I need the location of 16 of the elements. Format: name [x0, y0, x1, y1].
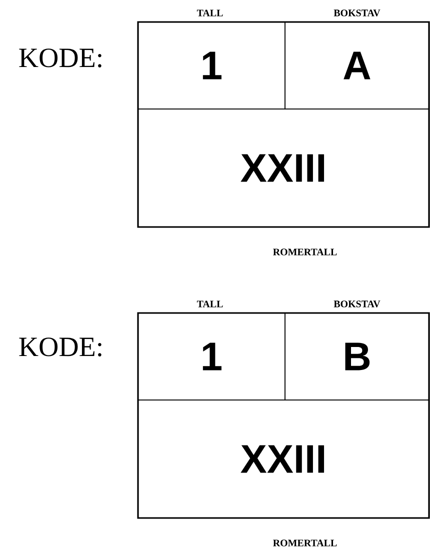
- cell-heading: BOKSTAV: [334, 300, 380, 308]
- cell-heading: ROMERTALL: [273, 248, 337, 256]
- code-label: KODE:: [19, 338, 102, 356]
- code-label: KODE:: [19, 48, 102, 68]
- code-cell: XXIII: [138, 108, 430, 228]
- cell-heading: BOKSTAV: [334, 10, 380, 16]
- code-box: [137, 312, 430, 519]
- code-cell: A: [284, 22, 430, 110]
- cell-heading: TALL: [196, 10, 223, 16]
- cell-heading: TALL: [196, 300, 223, 308]
- cell-heading: ROMERTALL: [273, 540, 337, 546]
- code-cell: XXIII: [138, 400, 430, 518]
- code-cell: 1: [138, 312, 286, 400]
- code-cell: 1: [138, 22, 286, 110]
- code-box: [137, 21, 430, 228]
- code-cell: B: [284, 312, 430, 400]
